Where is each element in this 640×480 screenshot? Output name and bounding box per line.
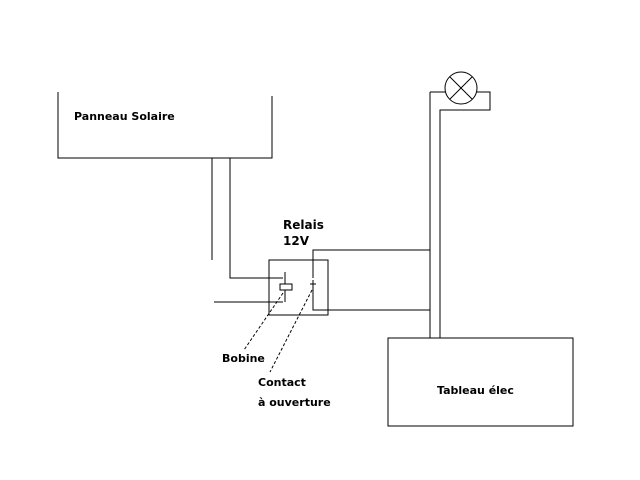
solar-panel-box [57, 92, 273, 159]
lamp-circle [444, 71, 478, 105]
contact-leader-line [269, 289, 313, 373]
coil-symbol [279, 283, 293, 291]
contact-type-label: à ouverture [258, 396, 331, 409]
electrical-panel-box [387, 337, 574, 427]
wire-lamp-return [439, 91, 491, 140]
wire-contact-top [312, 249, 430, 278]
wire-contact-bottom [312, 296, 430, 311]
coil-leader-line [243, 292, 284, 351]
wire-panel-to-relay [229, 158, 283, 279]
relay-box [268, 259, 329, 316]
electrical-panel-label: Tableau élec [437, 384, 514, 397]
contact-label: Contact [258, 376, 306, 389]
solar-panel-label: Panneau Solaire [74, 110, 175, 123]
relay-voltage-label: 12V [283, 234, 309, 248]
relay-label: Relais [283, 218, 324, 232]
coil-label: Bobine [222, 352, 265, 365]
lamp-cross-2 [449, 76, 473, 100]
